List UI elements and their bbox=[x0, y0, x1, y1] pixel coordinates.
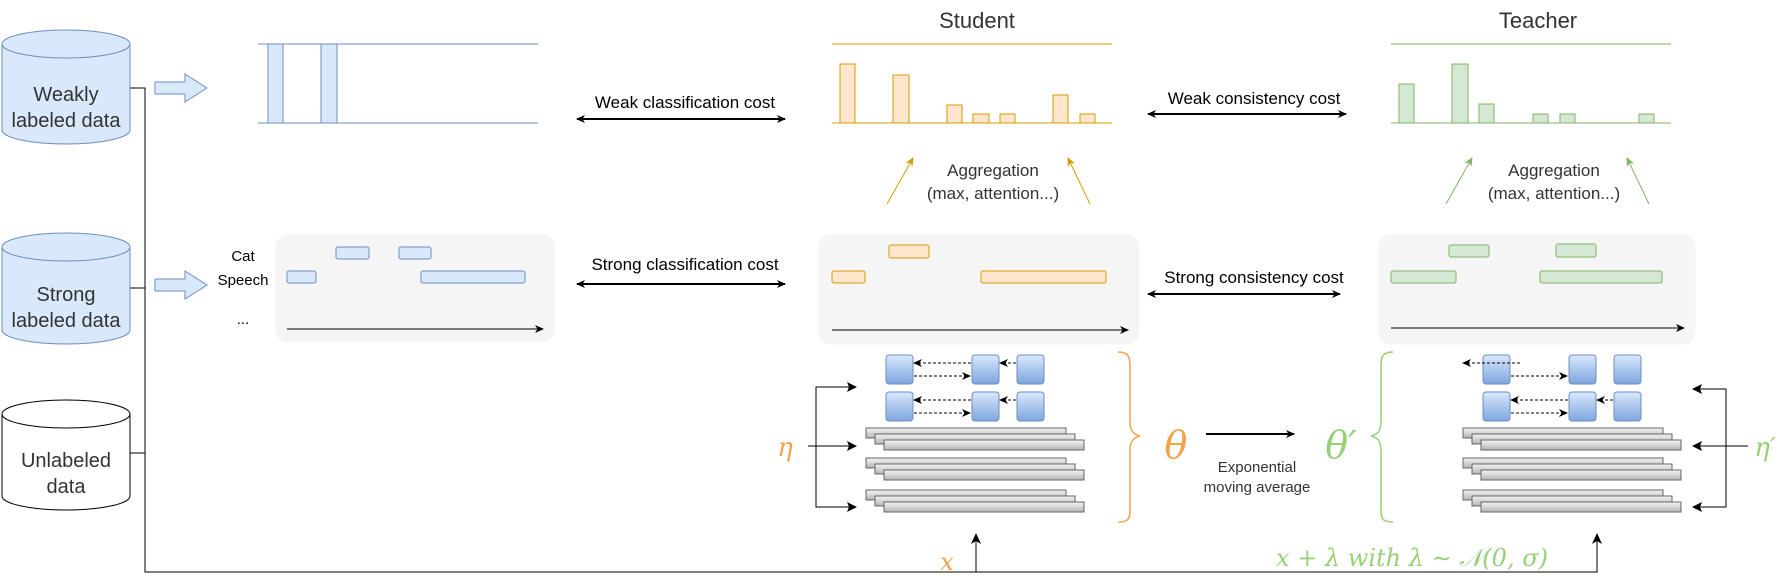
recurrent-unit bbox=[1482, 391, 1511, 422]
weakly-label-line1: Weakly bbox=[33, 84, 98, 106]
recurrent-unit bbox=[1568, 354, 1597, 385]
student-noise-arrowhead-mid bbox=[847, 441, 857, 451]
conv-layer bbox=[1480, 501, 1682, 513]
strong-classification-cost-label: Strong classification cost bbox=[591, 255, 778, 274]
teacher-params-brace bbox=[1370, 351, 1394, 523]
student-noise-arrows bbox=[808, 386, 851, 508]
conv-layer bbox=[883, 439, 1085, 451]
strong-label-more: ... bbox=[237, 311, 250, 328]
teacher-title: Teacher bbox=[1499, 8, 1577, 33]
recurrent-unit bbox=[1016, 354, 1045, 385]
student-aggregation-line2: (max, attention...) bbox=[927, 184, 1059, 203]
unlabeled-label-line2: data bbox=[47, 476, 87, 498]
recurrent-unit bbox=[1482, 354, 1511, 385]
teacher-input-noise: x + λ with λ ∼ 𝒩(0, σ) bbox=[1276, 544, 1548, 572]
recurrent-unit bbox=[885, 391, 914, 422]
teacher-noise-arrowhead-mid bbox=[1692, 441, 1702, 451]
strong-labeled-data-cylinder: Strong labeled data bbox=[1, 232, 131, 345]
recurrent-unit bbox=[971, 354, 1000, 385]
student-title: Student bbox=[939, 8, 1015, 33]
student-aggregation-arrow-left bbox=[886, 157, 914, 205]
student-eta: η bbox=[777, 433, 793, 463]
recurrent-unit bbox=[1613, 391, 1642, 422]
unlabeled-data-cylinder: Unlabeled data bbox=[1, 399, 131, 511]
student-network bbox=[865, 354, 1085, 513]
teacher-aggregation-line1: Aggregation bbox=[1508, 161, 1600, 180]
conv-layer bbox=[883, 501, 1085, 513]
conv-layer bbox=[1480, 469, 1682, 481]
weak-label-ground-truth bbox=[258, 43, 538, 124]
student-theta: θ bbox=[1165, 423, 1188, 467]
weak-input-block-arrow bbox=[154, 73, 208, 103]
teacher-weak-prediction bbox=[1391, 63, 1671, 124]
student-strong-prediction bbox=[818, 234, 1140, 345]
student-noise-arrowhead-bottom bbox=[847, 502, 857, 512]
teacher-eta-prime: η′ bbox=[1754, 433, 1776, 463]
recurrent-unit bbox=[971, 391, 1000, 422]
student-noise-arrowhead-top bbox=[847, 382, 857, 392]
weak-classification-cost-label: Weak classification cost bbox=[595, 93, 775, 112]
teacher-strong-prediction bbox=[1378, 234, 1696, 345]
recurrent-unit bbox=[1613, 354, 1642, 385]
weakly-label-line2: labeled data bbox=[12, 110, 122, 132]
strong-label-speech: Speech bbox=[218, 272, 269, 289]
strong-label-line2: labeled data bbox=[12, 310, 122, 332]
teacher-network bbox=[1462, 354, 1682, 513]
recurrent-unit bbox=[1568, 391, 1597, 422]
teacher-aggregation-arrow-right bbox=[1626, 157, 1650, 205]
teacher-input-arrowhead bbox=[1592, 533, 1602, 544]
teacher-noise-arrowhead-top bbox=[1692, 384, 1702, 394]
conv-layer bbox=[1480, 439, 1682, 451]
student-aggregation-line1: Aggregation bbox=[947, 161, 1039, 180]
weakly-labeled-data-cylinder: Weakly labeled data bbox=[1, 29, 131, 145]
recurrent-unit bbox=[1016, 391, 1045, 422]
teacher-aggregation-line2: (max, attention...) bbox=[1488, 184, 1620, 203]
student-weak-prediction bbox=[832, 63, 1112, 124]
student-input-arrowhead bbox=[971, 533, 981, 544]
student-aggregation-arrow-right bbox=[1067, 157, 1091, 205]
weak-consistency-cost-label: Weak consistency cost bbox=[1168, 89, 1341, 108]
ema-label-line1: Exponential bbox=[1218, 459, 1296, 476]
teacher-noise-arrowhead-bottom bbox=[1692, 502, 1702, 512]
recurrent-unit bbox=[885, 354, 914, 385]
unlabeled-label-line1: Unlabeled bbox=[21, 450, 111, 472]
ema-label-line2: moving average bbox=[1204, 479, 1311, 496]
conv-layer bbox=[883, 469, 1085, 481]
strong-label-ground-truth bbox=[275, 234, 555, 343]
strong-label-cat: Cat bbox=[231, 248, 255, 265]
strong-consistency-cost-label: Strong consistency cost bbox=[1164, 268, 1344, 287]
strong-label-line1: Strong bbox=[37, 284, 96, 306]
teacher-noise-arrows bbox=[1698, 388, 1748, 508]
teacher-aggregation-arrow-left bbox=[1445, 157, 1473, 205]
student-params-brace bbox=[1117, 351, 1141, 523]
data-bus bbox=[130, 87, 1598, 573]
strong-input-block-arrow bbox=[154, 270, 208, 300]
teacher-theta-prime: θ′ bbox=[1325, 423, 1357, 467]
student-input-x: x bbox=[940, 548, 954, 576]
